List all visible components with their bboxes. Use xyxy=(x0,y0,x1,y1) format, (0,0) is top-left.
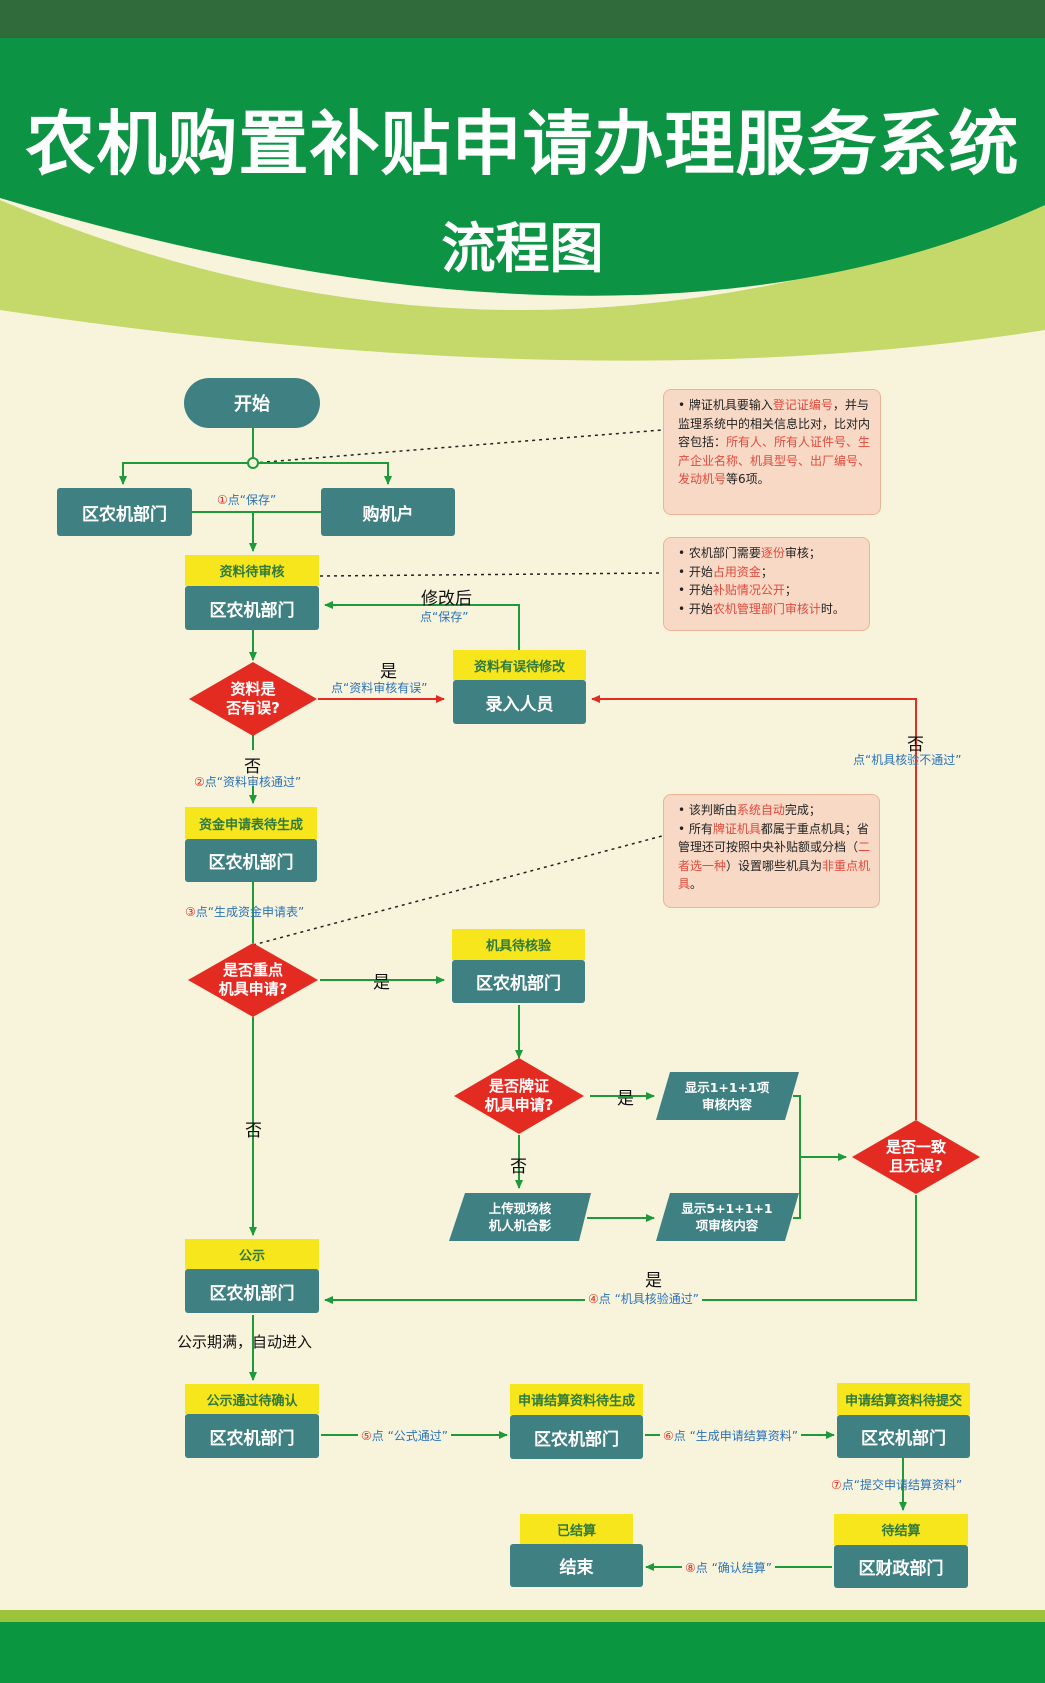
settled-tag: 已结算 xyxy=(520,1514,633,1544)
fund-pending-tag: 资金申请表待生成 xyxy=(185,807,317,839)
note-plate-verify: • 牌证机具要输入登记证编号，并与监理系统中的相关信息比对，比对内容包括：所有人… xyxy=(663,389,881,515)
show-111-text: 显示1+1+1项审核内容 xyxy=(684,1080,770,1112)
finance-dept-node: 区财政部门 xyxy=(834,1545,968,1588)
label-gen-fund: ③点“生成资金申请表” xyxy=(185,905,305,919)
upload-photo-text: 上传现场核机人机合影 xyxy=(488,1201,552,1233)
decision-error-diamond xyxy=(189,662,317,736)
label-gen-settle: ⑥点 “生成申请结算资料” xyxy=(660,1427,802,1444)
decision-match-diamond xyxy=(852,1120,980,1194)
label-verify-pass: ④点 “机具核验通过” xyxy=(585,1290,703,1307)
label-no-1: 否 xyxy=(244,757,261,777)
start-node: 开始 xyxy=(184,378,320,428)
page-subtitle: 流程图 xyxy=(441,217,604,280)
district-dept-node: 区农机部门 xyxy=(57,488,192,536)
label-formula-pass: ⑤点 “公式通过” xyxy=(358,1427,452,1444)
label-yes-2: 是 xyxy=(373,973,390,993)
label-review-pass: ②点“资料审核通过” xyxy=(194,775,302,789)
show-111-shape xyxy=(656,1072,799,1120)
label-confirm-settle: ⑧点 “确认结算” xyxy=(682,1559,776,1576)
note-key-machine: • 该判断由系统自动完成； • 所有牌证机具都属于重点机具；省管理还可按照中央补… xyxy=(663,794,880,908)
settle-gen-dept-node: 区农机部门 xyxy=(510,1415,643,1459)
decision-error-text: 资料是否有误? xyxy=(226,680,280,717)
label-yes-4: 是 xyxy=(645,1271,662,1291)
label-modify-after: 修改后 xyxy=(421,589,472,609)
fund-dept-node: 区农机部门 xyxy=(185,839,317,882)
buyer-node: 购机户 xyxy=(321,488,455,536)
label-submit-settle: ⑦点“提交申请结算资料” xyxy=(831,1478,963,1492)
verify-pending-tag: 机具待核验 xyxy=(452,929,585,960)
label-auto-enter: 公示期满，自动进入 xyxy=(177,1333,313,1351)
header-green-band xyxy=(0,0,1045,296)
label-no-verify: 否 xyxy=(907,735,924,755)
confirm-pending-tag: 公示通过待确认 xyxy=(185,1384,319,1414)
label-no-3: 否 xyxy=(510,1157,527,1177)
entry-staff-node: 录入人员 xyxy=(453,680,586,724)
show-5111-shape xyxy=(656,1193,799,1241)
public-tag: 公示 xyxy=(185,1239,319,1269)
settle-submit-dept-node: 区农机部门 xyxy=(837,1415,970,1458)
label-review-error: 点“资料审核有误” xyxy=(331,681,428,695)
end-node: 结束 xyxy=(510,1544,643,1587)
decision-key-text: 是否重点机具申请? xyxy=(218,961,288,998)
note-review-start: • 农机部门需要逐份审核； • 开始占用资金； • 开始补贴情况公开； • 开始… xyxy=(663,537,870,631)
label-yes-3: 是 xyxy=(617,1089,634,1109)
public-dept-node: 区农机部门 xyxy=(185,1269,319,1313)
top-strip xyxy=(0,0,1045,38)
verify-dept-node: 区农机部门 xyxy=(452,960,585,1003)
label-save-2: 点“保存” xyxy=(420,610,469,624)
label-yes-1: 是 xyxy=(380,662,397,682)
label-verify-fail: 点“机具核验不通过” xyxy=(853,753,962,767)
decision-key-diamond xyxy=(188,943,318,1017)
decision-plate-diamond xyxy=(454,1058,584,1134)
page-title: 农机购置补贴申请办理服务系统 xyxy=(25,103,1020,185)
footer-band xyxy=(0,1622,1045,1683)
label-no-2: 否 xyxy=(245,1121,262,1141)
review-pending-tag: 资料待审核 xyxy=(185,555,319,586)
wait-settle-tag: 待结算 xyxy=(834,1514,968,1545)
fix-pending-tag: 资料有误待修改 xyxy=(453,650,586,680)
decision-plate-text: 是否牌证机具申请? xyxy=(484,1077,554,1114)
review-dept-node: 区农机部门 xyxy=(185,586,319,630)
decision-match-text: 是否一致且无误? xyxy=(885,1138,946,1175)
confirm-dept-node: 区农机部门 xyxy=(185,1414,319,1458)
label-save-1: ①点“保存” xyxy=(217,493,277,507)
settle-submit-tag: 申请结算资料待提交 xyxy=(837,1383,970,1415)
upload-photo-shape xyxy=(449,1193,591,1241)
header-light-wave xyxy=(0,200,1045,361)
settle-gen-tag: 申请结算资料待生成 xyxy=(510,1384,643,1415)
